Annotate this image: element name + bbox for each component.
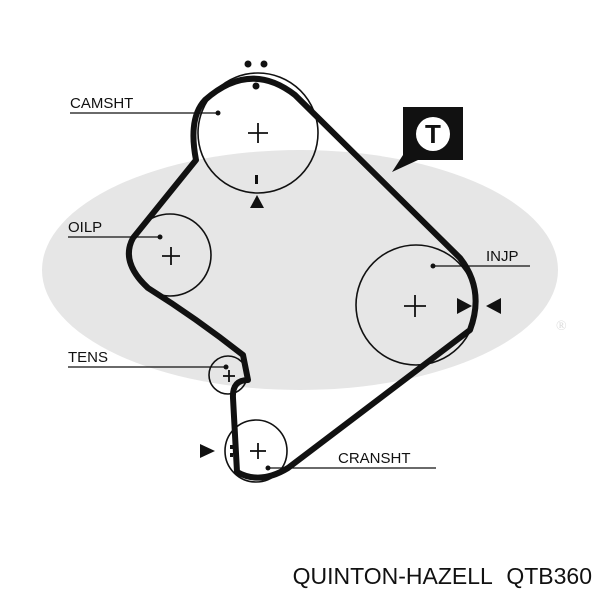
- cam-timing-mark: [255, 175, 258, 184]
- watermark-ellipse: [42, 150, 558, 390]
- cam-timing-dot: [252, 82, 260, 90]
- crankshaft-center-cross: [250, 443, 266, 459]
- tensioner-label: TENS: [68, 349, 108, 366]
- cam-timing-arrow: [250, 195, 264, 208]
- crank-timing-arrow: [200, 444, 215, 458]
- brand-name: QUINTON-HAZELL: [293, 563, 493, 589]
- camshaft-label: CAMSHT: [70, 95, 133, 112]
- timing-belt: [126, 75, 479, 481]
- cam-timing-dot-left: [244, 60, 252, 68]
- camshaft-pulley: [197, 72, 319, 194]
- gates-logo-watermark: ®: [42, 150, 567, 390]
- injection-pump-label: INJP: [486, 248, 519, 265]
- crankshaft-pulley: [224, 419, 288, 483]
- injp-timing-arrow-right: [486, 298, 501, 314]
- part-number: QTB360: [506, 563, 592, 589]
- part-caption: QUINTON-HAZELL QTB360: [293, 563, 592, 589]
- cam-timing-dot-right: [260, 60, 268, 68]
- tensioner-callout-icon: T: [392, 107, 463, 172]
- tensioner-badge-letter: T: [425, 119, 441, 149]
- oil-pump-center-cross: [162, 247, 180, 265]
- injp-timing-arrow-left: [457, 298, 472, 314]
- tensioner-center-cross: [223, 370, 235, 382]
- crank-timing-mark-bottom: [230, 453, 233, 457]
- crank-timing-mark-top: [230, 445, 233, 449]
- camshaft-center-cross: [248, 123, 268, 143]
- injection-pump-center-cross: [404, 295, 426, 317]
- crankshaft-label: CRANSHT: [338, 450, 411, 467]
- registered-mark: ®: [556, 319, 567, 334]
- oil-pump-label: OILP: [68, 219, 102, 236]
